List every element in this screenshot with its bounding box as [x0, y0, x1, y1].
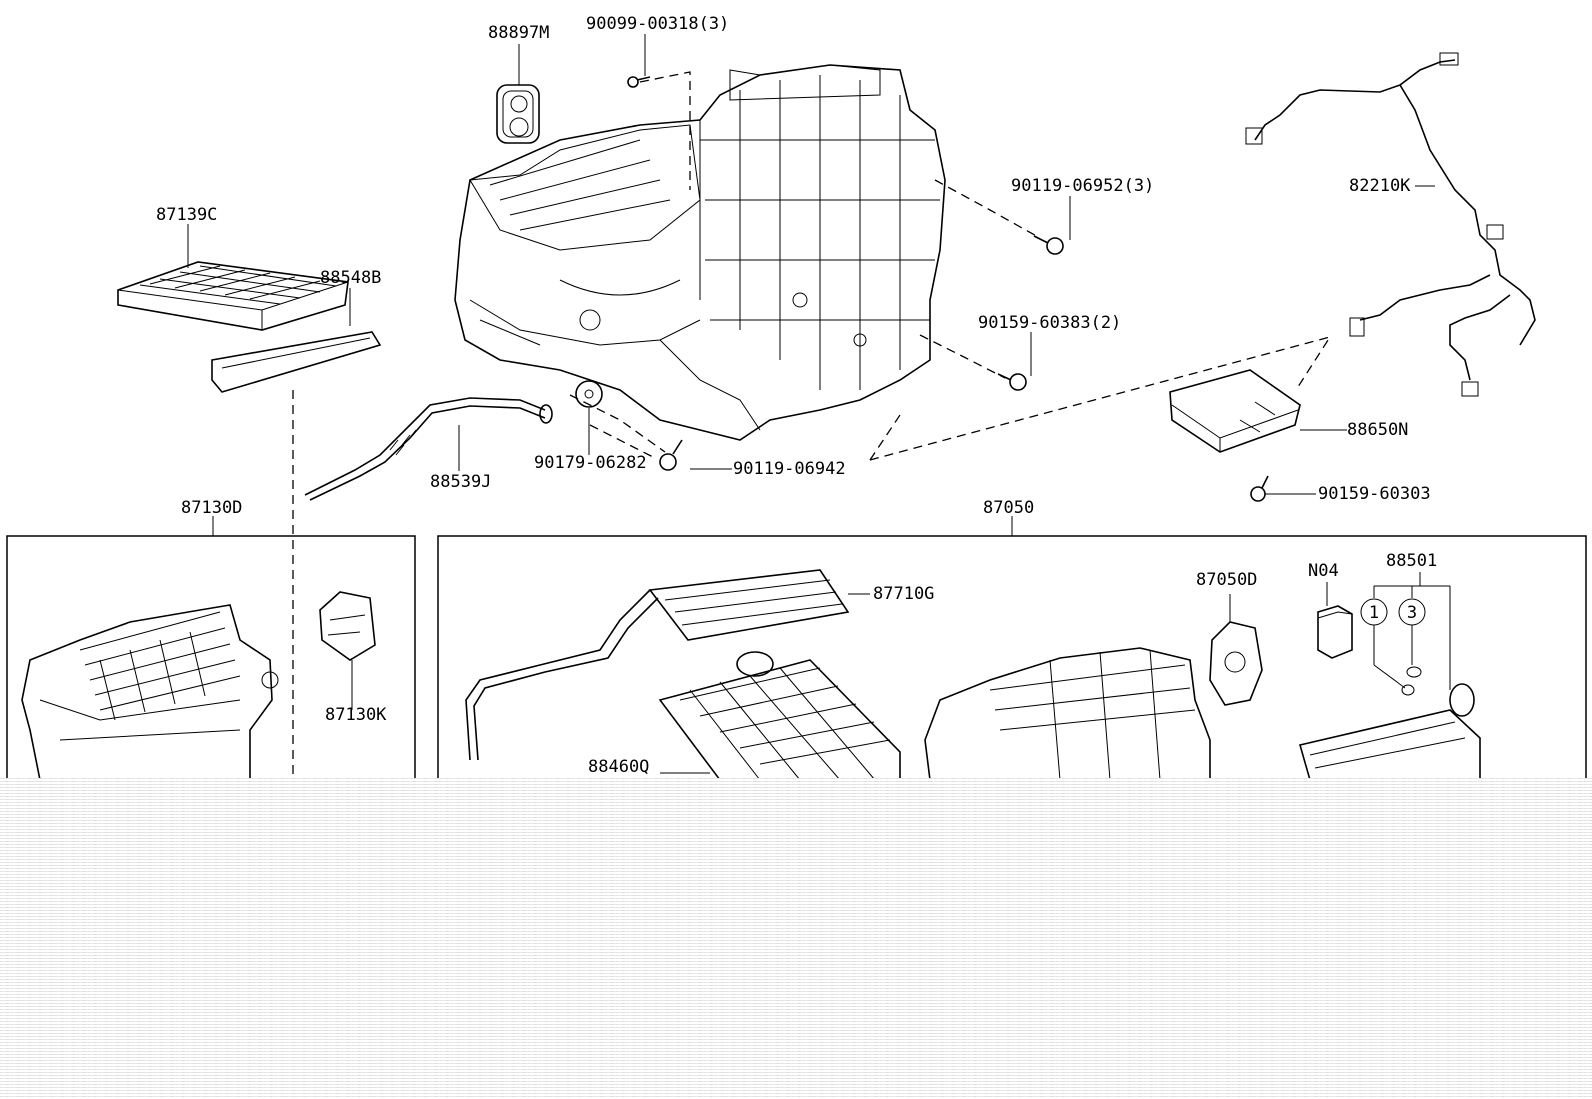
group-box-87130D: [6, 535, 416, 787]
blower-assembly-87130D: [21, 604, 279, 781]
label-90159-60383: 90159-60383(2): [978, 313, 1121, 333]
label-87050: 87050: [983, 498, 1034, 518]
label-N04: N04: [1308, 561, 1339, 581]
scan-noise-band: [0, 778, 1592, 1099]
grommet-90179-06282: [575, 380, 603, 408]
leader-lines: [187, 34, 1435, 536]
damper-servo-87050D: [1209, 594, 1263, 706]
callout-number-3: 3: [1407, 603, 1417, 623]
label-88548B: 88548B: [320, 268, 381, 288]
label-87130K: 87130K: [325, 705, 387, 725]
part-N04: [1317, 582, 1353, 659]
label-90179-06282: 90179-06282: [534, 453, 647, 473]
screw-90119-06952: [1033, 235, 1064, 255]
heater-core-88460Q: [658, 651, 901, 781]
amplifier-88650N: [1169, 369, 1301, 453]
label-88460Q: 88460Q: [588, 757, 649, 777]
servo-motor-87130K: [319, 591, 376, 710]
label-87710G: 87710G: [873, 584, 934, 604]
hose-88539J: [304, 397, 553, 501]
label-90119-06942: 90119-06942: [733, 459, 846, 479]
label-90119-06952: 90119-06952(3): [1011, 176, 1154, 196]
callout-number-1: 1: [1369, 603, 1379, 623]
label-87139C: 87139C: [156, 205, 217, 225]
label-87130D: 87130D: [181, 498, 242, 518]
label-88539J: 88539J: [430, 472, 491, 492]
ac-unit-assembly: [454, 64, 946, 441]
screw-90159-60303: [1250, 475, 1269, 502]
label-90159-60303: 90159-60303: [1318, 484, 1431, 504]
dashed-reference-lines: [292, 71, 1332, 780]
label-88501: 88501: [1386, 551, 1437, 571]
label-88650N: 88650N: [1347, 420, 1408, 440]
filter-87139C: [117, 261, 349, 331]
cover-88548B: [211, 331, 382, 393]
evaporator-87710G: [465, 569, 870, 761]
assembly-88501-callouts: [1360, 572, 1451, 696]
screw-90099-00318: [627, 76, 651, 88]
label-88897M: 88897M: [488, 23, 549, 43]
screw-90119-06942: [659, 439, 683, 471]
label-87050D: 87050D: [1196, 570, 1257, 590]
label-82210K: 82210K: [1349, 176, 1411, 196]
screw-90159-60383: [997, 373, 1027, 391]
grommet-88897M: [496, 84, 540, 144]
expansion-valve-core: [1298, 683, 1481, 781]
label-90099-00318: 90099-00318(3): [586, 14, 729, 34]
ac-case-87050: [924, 647, 1211, 781]
wire-harness-82210K: [1245, 52, 1536, 397]
